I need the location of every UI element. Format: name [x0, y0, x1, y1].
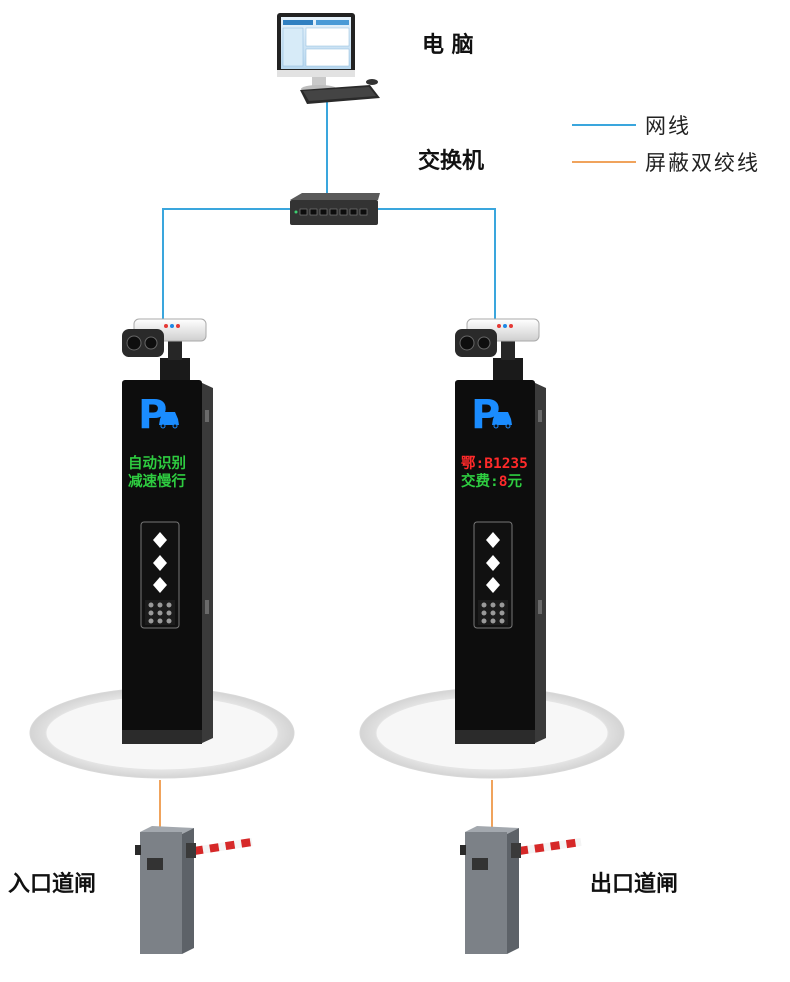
entry-display-line-2: 减速慢行 [128, 472, 186, 490]
exit-display-plate: 鄂:B1235 [461, 455, 528, 472]
fee-label: 交费: [461, 472, 499, 490]
entry-display-line-1: 自动识别 [128, 454, 186, 472]
car-icon [159, 412, 179, 429]
entry-barrier-gate-icon [135, 826, 253, 954]
diamond-button-icon [153, 555, 167, 571]
car-icon [492, 412, 512, 429]
fee-amount: 8 [499, 474, 508, 490]
keypad-icon [148, 602, 172, 624]
entry-station: P 自动识别 减速慢行 [122, 318, 213, 744]
button-panel [473, 521, 513, 629]
diamond-button-icon [153, 577, 167, 593]
kiosk-icon: P 自动识别 减速慢行 [122, 380, 213, 744]
button-panel [140, 521, 180, 629]
legend-network-cable-label: 网线 [645, 114, 691, 138]
shielded-twisted-pair-cables [159, 780, 493, 830]
switch-label: 交换机 [418, 148, 484, 174]
exit-barrier-gate-icon [460, 826, 582, 954]
cable-switch-exit-camera [378, 208, 496, 323]
exit-gate-label: 出口道闸 [590, 871, 678, 897]
legend-shielded-twisted-pair-label: 屏蔽双绞线 [645, 151, 760, 175]
exit-display-fee: 交费:8元 [461, 472, 522, 490]
computer-label: 电 脑 [422, 32, 474, 58]
diamond-button-icon [486, 555, 500, 571]
camera-icon [122, 318, 207, 380]
cable-switch-entry-camera [162, 208, 290, 323]
switch-icon [290, 193, 380, 225]
keypad-icon [481, 602, 505, 624]
diamond-button-icon [486, 532, 500, 548]
entry-gate-label: 入口道闸 [8, 871, 96, 897]
fee-unit: 元 [507, 473, 522, 490]
exit-station: P 鄂:B1235 交费:8元 [455, 318, 546, 744]
network-cables [162, 100, 496, 323]
kiosk-icon: P 鄂:B1235 交费:8元 [455, 380, 546, 744]
computer-icon [277, 13, 380, 104]
camera-icon [455, 318, 540, 380]
diamond-button-icon [486, 577, 500, 593]
legend: 网线 屏蔽双绞线 [572, 114, 760, 175]
diamond-button-icon [153, 532, 167, 548]
